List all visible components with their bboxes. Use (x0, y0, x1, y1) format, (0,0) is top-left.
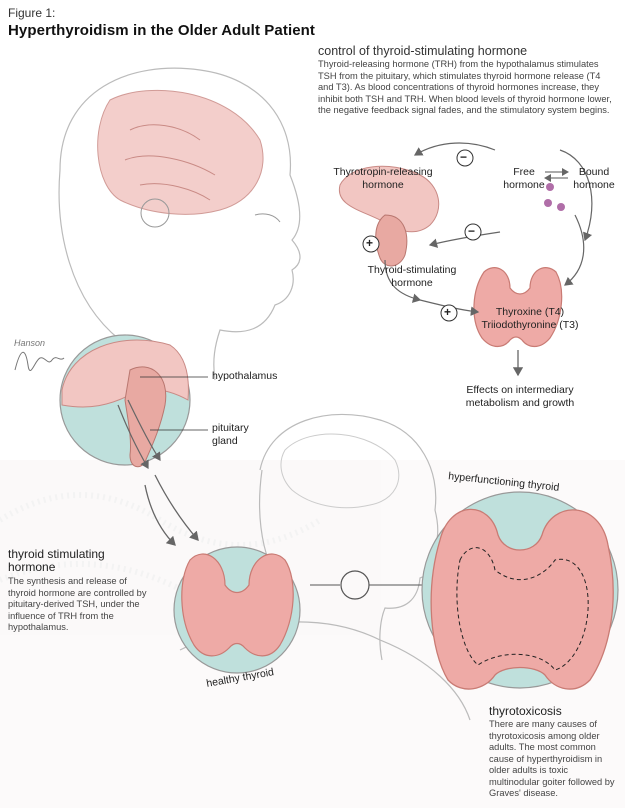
figure-label: Figure 1: (8, 6, 56, 20)
minus-sign-top: − (460, 150, 468, 164)
free-hormone-label: Free hormone (500, 166, 548, 191)
thyroid-hormones-label: Thyroxine (T4) Triiodothyronine (T3) (470, 306, 590, 331)
minus-sign-middle: − (468, 224, 476, 238)
feedback-diagram (338, 142, 593, 377)
effects-label-line1: Effects on intermediary (466, 384, 574, 396)
trh-label: Thyrotropin-releasing hormone (318, 166, 448, 191)
bound-label-line2: hormone (573, 178, 615, 191)
trh-label-line2: hormone (362, 178, 404, 191)
figure-title: Hyperthyroidism in the Older Adult Patie… (8, 22, 316, 39)
tsh-label: Thyroid-stimulating hormone (352, 264, 472, 289)
free-label-line2: hormone (503, 178, 545, 191)
pituitary-label-line1: pituitary (212, 422, 249, 434)
hypothalamus-detail-circle (59, 334, 208, 470)
tsh-heading-line1: thyroid stimulating (8, 547, 105, 561)
free-label-line1: Free (513, 166, 535, 178)
trh-label-line1: Thyrotropin-releasing (333, 166, 433, 178)
pituitary-label-line2: gland (212, 434, 238, 447)
plus-sign-left: + (366, 236, 374, 250)
brain (97, 89, 264, 215)
tsh-heading-line2: hormone (8, 560, 56, 574)
effects-label-line2: metabolism and growth (465, 396, 575, 409)
plus-sign-bottom: + (444, 305, 452, 319)
signature-text: Hanson (14, 338, 46, 348)
t3-label: Triiodothyronine (T3) (481, 318, 579, 331)
hyperfunctioning-thyroid-circle (421, 491, 619, 690)
tsh-section-body: The synthesis and release of thyroid hor… (8, 576, 147, 632)
hypothalamus-label: hypothalamus (212, 370, 278, 382)
thyrotoxicosis-body: There are many causes of thyrotoxicosis … (489, 719, 615, 798)
thyrotoxicosis-heading: thyrotoxicosis (489, 704, 562, 718)
pituitary-gland-label: pituitary gland (212, 422, 249, 447)
tsh-section-heading: thyroid stimulating hormone (8, 548, 105, 574)
control-body: Thyroid-releasing hormone (TRH) from the… (318, 59, 612, 115)
t4-label: Thyroxine (T4) (495, 306, 565, 318)
tsh-label-line1: Thyroid-stimulating (367, 264, 457, 276)
effects-label: Effects on intermediary metabolism and g… (450, 384, 590, 409)
healthy-thyroid-circle (173, 546, 301, 674)
bound-label-line1: Bound (578, 166, 610, 178)
tsh-label-line2: hormone (391, 276, 433, 289)
signature (14, 352, 65, 372)
head-profile-top (58, 67, 301, 381)
control-heading: control of thyroid-stimulating hormone (318, 44, 528, 58)
bound-hormone-label: Bound hormone (568, 166, 620, 191)
